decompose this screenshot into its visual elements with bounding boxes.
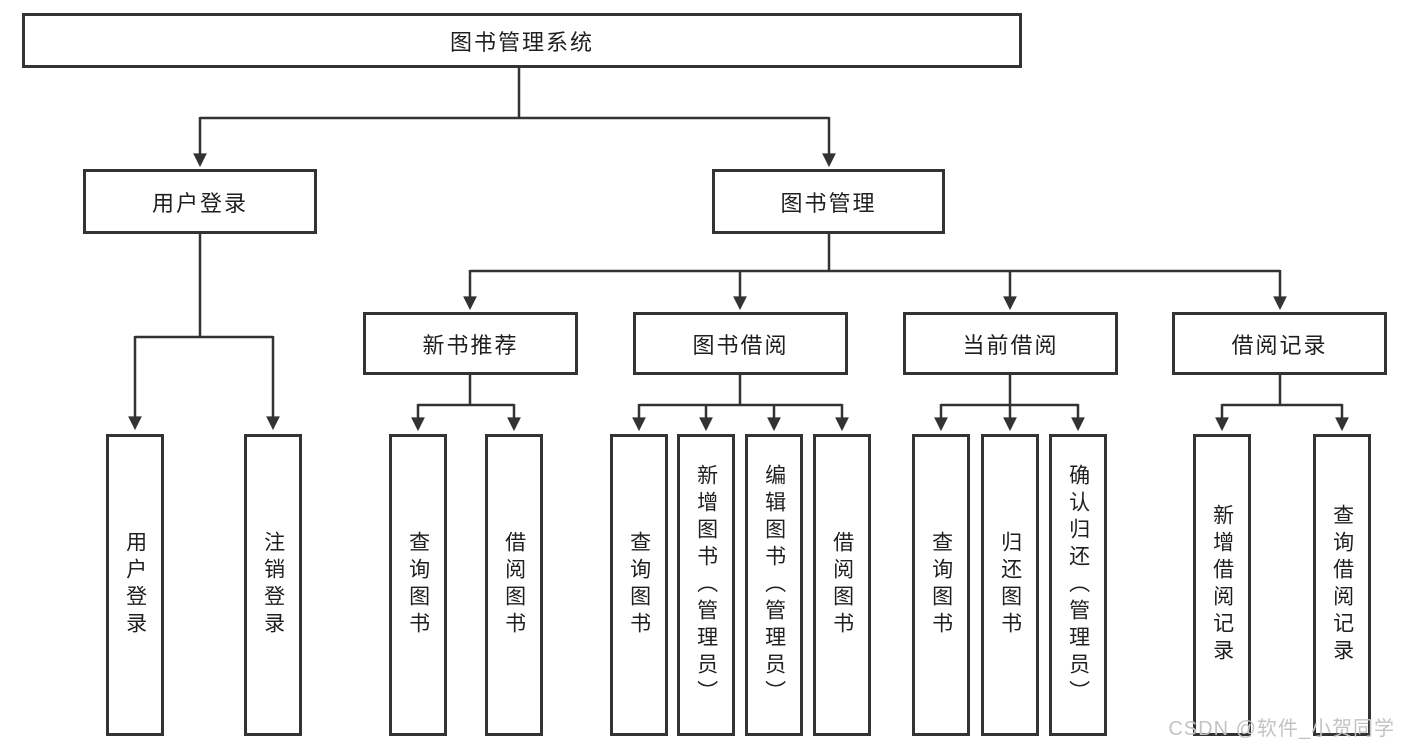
- node-borrowing-records: 借阅记录: [1172, 312, 1387, 375]
- leaf-label: 查询图书: [627, 531, 651, 639]
- node-new-book-recommendation: 新书推荐: [363, 312, 578, 375]
- leaf-label: 查询图书: [406, 531, 430, 639]
- leaf-label: 借阅图书: [502, 531, 526, 639]
- leaf-label: 用户登录: [123, 531, 147, 639]
- leaf-label: 确认归还（管理员）: [1066, 463, 1090, 707]
- leaf-add-books-admin: 新增图书（管理员）: [677, 434, 735, 736]
- leaf-label: 新增借阅记录: [1210, 504, 1234, 666]
- leaf-return-books: 归还图书: [981, 434, 1039, 736]
- leaf-edit-books-admin: 编辑图书（管理员）: [745, 434, 803, 736]
- leaf-borrow-books-recommend: 借阅图书: [485, 434, 543, 736]
- leaf-query-borrow-record: 查询借阅记录: [1313, 434, 1371, 736]
- leaf-label: 归还图书: [998, 531, 1022, 639]
- leaf-label: 编辑图书（管理员）: [762, 463, 786, 707]
- leaf-query-books-current: 查询图书: [912, 434, 970, 736]
- node-book-borrowing: 图书借阅: [633, 312, 848, 375]
- node-system-root: 图书管理系统: [22, 13, 1022, 68]
- leaf-query-books-borrowing: 查询图书: [610, 434, 668, 736]
- node-current-borrowing: 当前借阅: [903, 312, 1118, 375]
- leaf-query-books-recommend: 查询图书: [389, 434, 447, 736]
- leaf-label: 注销登录: [261, 531, 285, 639]
- leaf-label: 借阅图书: [830, 531, 854, 639]
- leaf-label: 查询图书: [929, 531, 953, 639]
- node-book-management: 图书管理: [712, 169, 945, 234]
- leaf-label: 新增图书（管理员）: [694, 463, 718, 707]
- node-user-login: 用户登录: [83, 169, 317, 234]
- leaf-confirm-return-admin: 确认归还（管理员）: [1049, 434, 1107, 736]
- leaf-user-login: 用户登录: [106, 434, 164, 736]
- leaf-add-borrow-record: 新增借阅记录: [1193, 434, 1251, 736]
- leaf-logout-login: 注销登录: [244, 434, 302, 736]
- leaf-label: 查询借阅记录: [1330, 504, 1354, 666]
- leaf-borrow-books-borrowing: 借阅图书: [813, 434, 871, 736]
- csdn-watermark: CSDN @软件_小贺同学: [1168, 718, 1395, 740]
